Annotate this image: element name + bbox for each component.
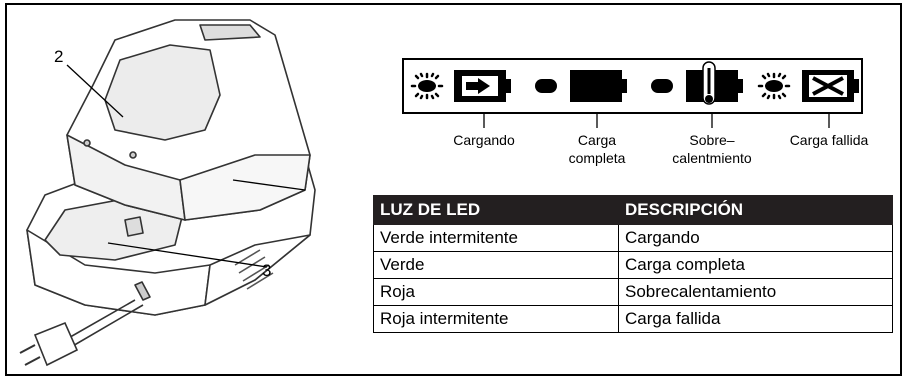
table-cell-description: Sobrecalentamiento xyxy=(618,278,893,306)
steady-led-icon xyxy=(651,79,673,93)
table-row: Roja Sobrecalentamiento xyxy=(373,278,893,306)
led-label-overheat-line2: calentmiento xyxy=(672,150,752,166)
led-label-failed: Carga fallida xyxy=(789,132,869,148)
table-cell-led: Verde xyxy=(373,251,619,279)
table-row: Verde intermitente Cargando xyxy=(373,224,893,252)
power-cord-illustration xyxy=(19,299,144,367)
battery-illustration xyxy=(66,19,311,221)
table-header-row: LUZ DE LED DESCRIPCIÓN xyxy=(373,195,893,225)
led-labels: Cargando Carga completa Sobre– calentmie… xyxy=(0,130,911,190)
table-row: Roja intermitente Carga fallida xyxy=(373,305,893,333)
table-cell-description: Carga completa xyxy=(618,251,893,279)
callout-2: 2 xyxy=(54,47,64,66)
table-cell-description: Cargando xyxy=(618,224,893,252)
battery-failed-icon xyxy=(802,70,859,102)
led-indicator-icons xyxy=(410,61,859,105)
charger-battery-illustration xyxy=(19,19,316,367)
led-indicator-panel xyxy=(402,58,863,114)
battery-charging-icon xyxy=(454,70,511,102)
table-cell-description: Carga fallida xyxy=(618,305,893,333)
callout-3-leader xyxy=(107,242,268,268)
table-cell-led: Verde intermitente xyxy=(373,224,619,252)
figure-frame xyxy=(5,3,902,376)
led-label-overheat-line1: Sobre– xyxy=(689,132,735,148)
table-cell-led: Roja intermitente xyxy=(373,305,619,333)
battery-edge-line xyxy=(232,179,306,191)
led-label-charging: Cargando xyxy=(453,132,515,148)
table-row: Verde Carga completa xyxy=(373,251,893,279)
led-description-table: LUZ DE LED DESCRIPCIÓN Verde intermitent… xyxy=(373,195,893,333)
flashing-led-icon xyxy=(410,72,444,100)
callout-3: 3 xyxy=(262,261,272,280)
column-header-led: LUZ DE LED xyxy=(373,195,619,225)
callout-2-leader xyxy=(66,64,124,118)
battery-overheat-icon xyxy=(686,61,743,105)
steady-led-icon xyxy=(535,79,557,93)
led-label-full-line1: Carga xyxy=(577,132,617,148)
table-cell-led: Roja xyxy=(373,278,619,306)
flashing-led-icon xyxy=(757,72,791,100)
column-header-description: DESCRIPCIÓN xyxy=(618,195,893,225)
led-label-full-line2: completa xyxy=(568,150,626,166)
battery-full-icon xyxy=(570,70,627,102)
